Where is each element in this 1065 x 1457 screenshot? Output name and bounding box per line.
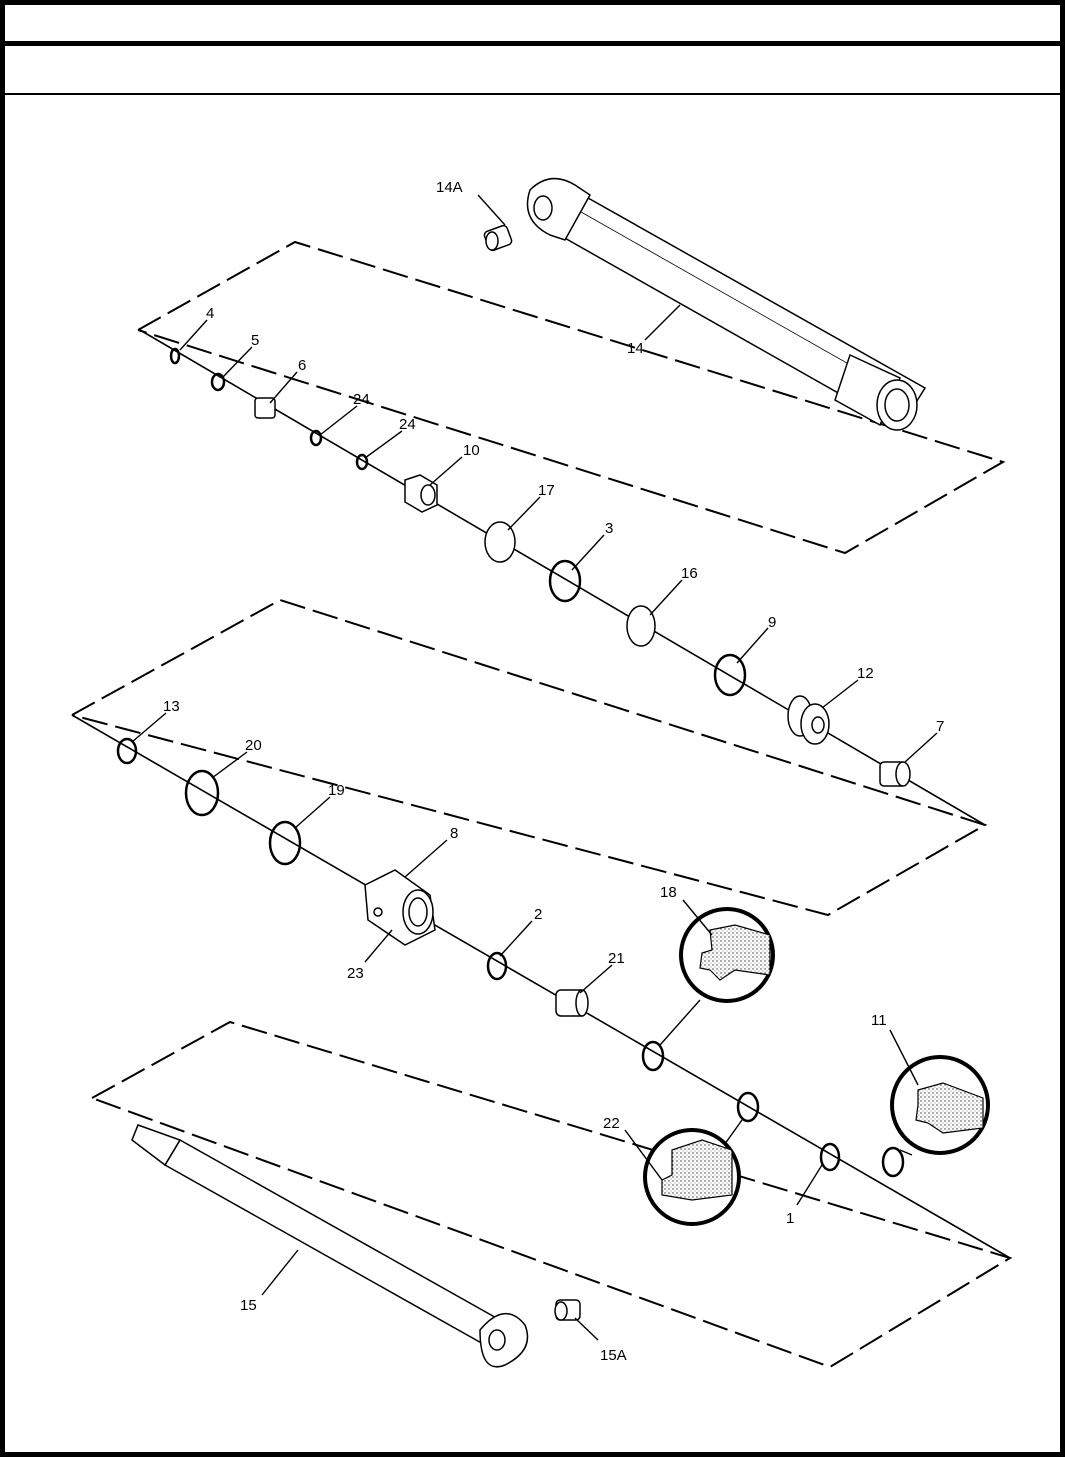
callout-1: 1 bbox=[786, 1210, 794, 1227]
seal-11 bbox=[881, 1146, 905, 1178]
upper-axis-line bbox=[139, 329, 986, 826]
callout-24a: 24 bbox=[353, 391, 370, 408]
seal-22-profile bbox=[661, 1139, 733, 1201]
leader-lines bbox=[131, 194, 938, 1341]
callout-17: 17 bbox=[538, 482, 555, 499]
header-subtitle-row bbox=[5, 46, 1060, 95]
bushing-21 bbox=[555, 989, 589, 1017]
callout-4: 4 bbox=[206, 305, 214, 322]
detail-11-connector bbox=[899, 1149, 913, 1156]
bushing-14A bbox=[483, 224, 513, 252]
callout-16: 16 bbox=[681, 565, 698, 582]
ring-9 bbox=[713, 653, 747, 697]
part-4 bbox=[169, 347, 181, 365]
lower-axis-line bbox=[71, 714, 1011, 1259]
middle-assembly-boundary bbox=[71, 598, 988, 917]
callout-12: 12 bbox=[857, 665, 874, 682]
header-title-row bbox=[0, 0, 1065, 46]
part-5 bbox=[210, 372, 226, 392]
piston-12 bbox=[787, 695, 830, 745]
callout-9: 9 bbox=[768, 614, 776, 631]
callout-14A: 14A bbox=[436, 179, 463, 196]
ring-20 bbox=[184, 769, 220, 817]
seal-18-profile bbox=[699, 924, 771, 981]
ring-3 bbox=[548, 559, 582, 603]
callout-19: 19 bbox=[328, 782, 345, 799]
bushing-15A bbox=[554, 1299, 581, 1321]
callout-24b: 24 bbox=[399, 416, 416, 433]
callout-21: 21 bbox=[608, 950, 625, 967]
callout-15A: 15A bbox=[600, 1347, 627, 1364]
callout-3: 3 bbox=[605, 520, 613, 537]
callout-18: 18 bbox=[660, 884, 677, 901]
callout-10: 10 bbox=[463, 442, 480, 459]
callout-11: 11 bbox=[871, 1012, 887, 1029]
seal-18 bbox=[641, 1040, 665, 1072]
callout-15: 15 bbox=[240, 1297, 257, 1314]
callout-13: 13 bbox=[163, 698, 180, 715]
nut-10 bbox=[404, 474, 438, 513]
callout-5: 5 bbox=[251, 332, 259, 349]
part-24b bbox=[355, 453, 369, 471]
callout-20: 20 bbox=[245, 737, 262, 754]
ring-13 bbox=[116, 737, 138, 765]
ring-1 bbox=[819, 1142, 841, 1172]
head-8 bbox=[364, 869, 436, 946]
part-24a bbox=[309, 429, 323, 447]
seal-11-profile bbox=[915, 1082, 984, 1134]
ring-17 bbox=[484, 521, 516, 563]
callout-2: 2 bbox=[534, 906, 542, 923]
callout-23: 23 bbox=[347, 965, 364, 982]
callout-7: 7 bbox=[936, 718, 944, 735]
callout-8: 8 bbox=[450, 825, 458, 842]
callout-6: 6 bbox=[298, 357, 306, 374]
ring-19 bbox=[268, 820, 302, 866]
rod-15 bbox=[131, 1124, 529, 1368]
ring-16 bbox=[626, 605, 656, 647]
spacer-7 bbox=[879, 761, 911, 787]
ring-2 bbox=[486, 951, 508, 981]
seal-22 bbox=[736, 1091, 760, 1123]
callout-22: 22 bbox=[603, 1115, 620, 1132]
cylinder-barrel-14 bbox=[526, 177, 927, 431]
callout-14: 14 bbox=[627, 340, 644, 357]
upper-assembly-boundary bbox=[137, 240, 1006, 555]
detail-18-connector bbox=[659, 999, 701, 1046]
